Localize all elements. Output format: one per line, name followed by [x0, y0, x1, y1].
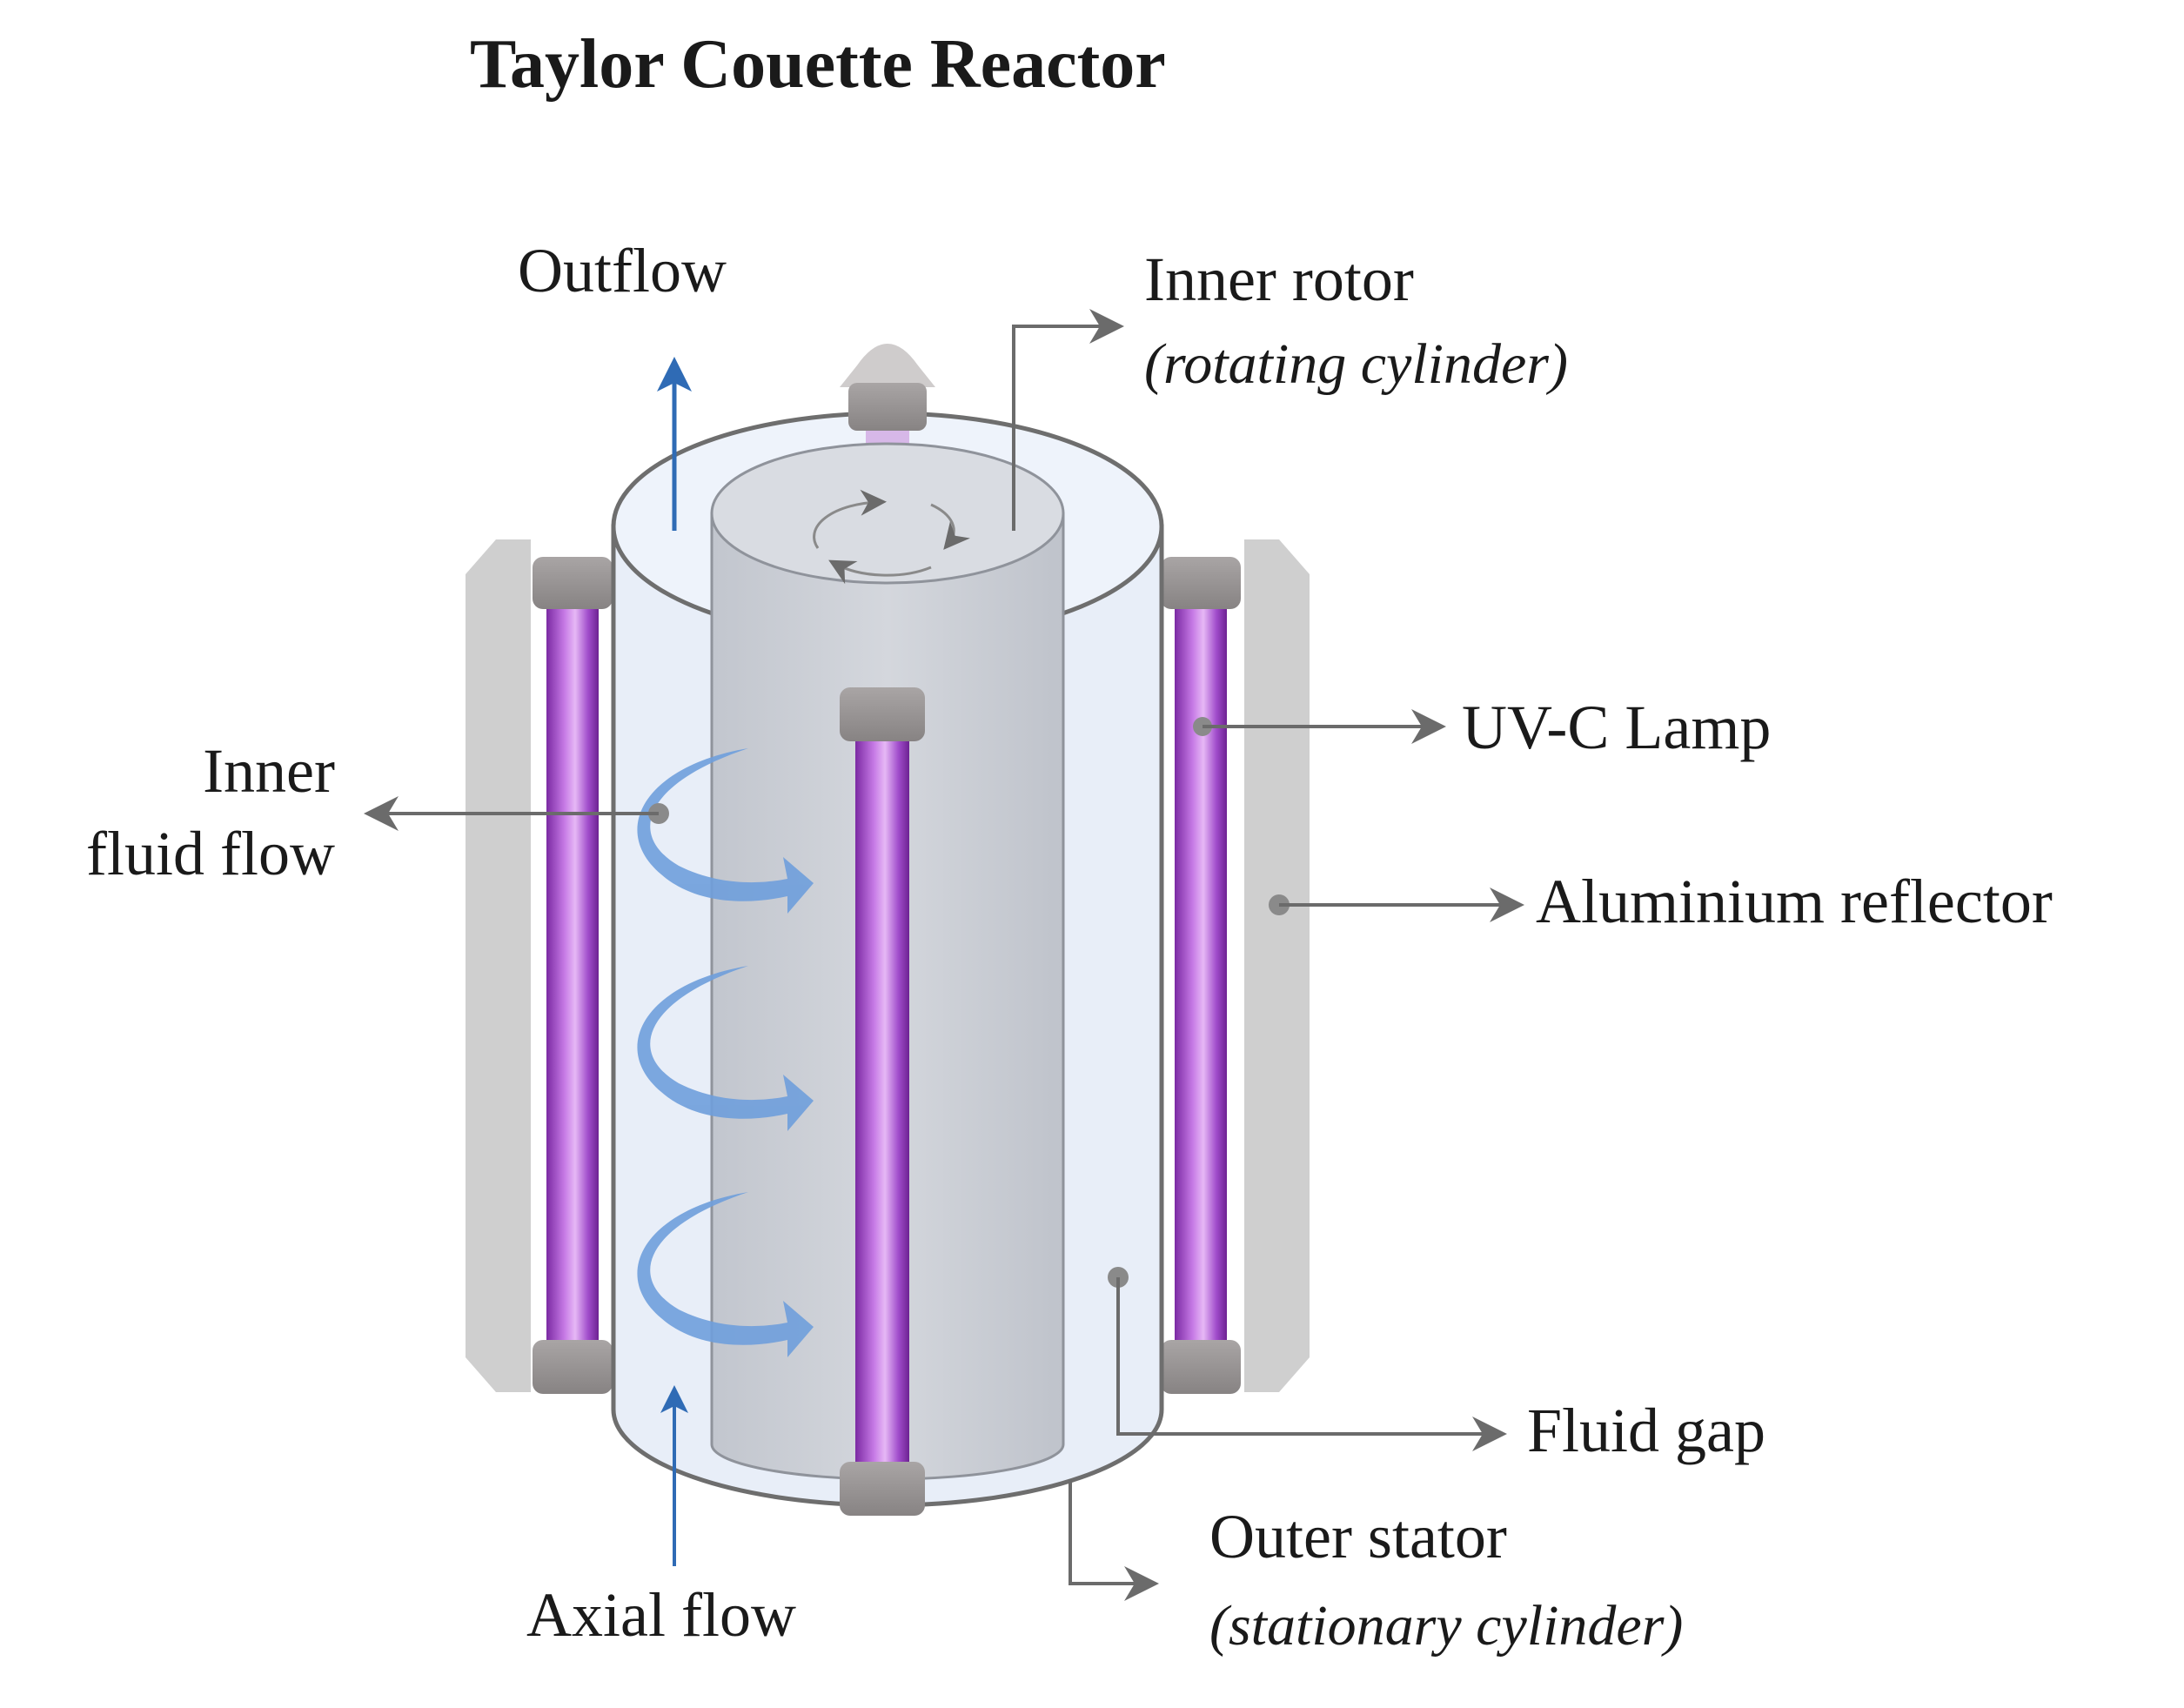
label-inner-rotor: Inner rotor — [1144, 244, 1414, 314]
label-outer-stator-sub: (stationary cylinder) — [1209, 1594, 1683, 1658]
aluminium-reflector-left — [466, 539, 531, 1392]
label-aluminium-reflector: Aluminium reflector — [1536, 867, 2053, 936]
uvc-lamp-front — [840, 687, 925, 1516]
aluminium-reflector-right — [1244, 539, 1310, 1392]
label-outflow: Outflow — [518, 236, 727, 305]
label-axial-flow: Axial flow — [526, 1580, 796, 1650]
label-inner-rotor-sub: (rotating cylinder) — [1144, 332, 1568, 396]
label-inner-fluid-flow-line2: fluid flow — [86, 819, 335, 888]
inner-fluid-flow-swirls — [637, 748, 814, 1357]
rotation-icon — [813, 489, 970, 585]
leader-fluid-gap — [1116, 1277, 1507, 1451]
leader-outer-stator — [1069, 1479, 1159, 1601]
leader-inner-rotor — [1012, 309, 1124, 531]
label-outer-stator: Outer stator — [1209, 1502, 1507, 1571]
uvc-lamp-right — [1161, 557, 1241, 1394]
uvc-lamp-left — [533, 557, 613, 1394]
label-inner-fluid-flow-line1: Inner — [203, 736, 335, 806]
diagram-title: Taylor Couette Reactor — [470, 26, 1166, 103]
label-fluid-gap: Fluid gap — [1527, 1396, 1765, 1465]
label-uvc-lamp: UV-C Lamp — [1462, 693, 1771, 762]
